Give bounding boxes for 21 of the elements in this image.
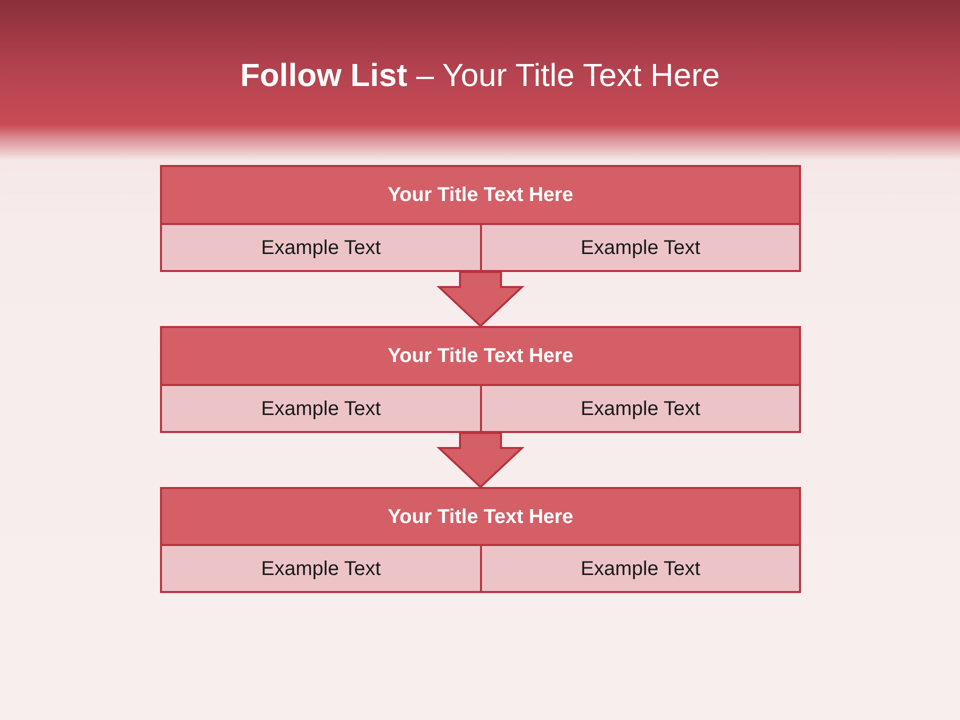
block-arrow — [436, 432, 525, 488]
list-cell — [482, 544, 799, 591]
cell-text: Example Text — [580, 556, 700, 580]
list-block — [160, 326, 801, 433]
block-heading: Your Title Text Here — [388, 344, 574, 368]
list-block — [160, 487, 801, 593]
cell-text: Example Text — [580, 236, 700, 260]
list-cell — [482, 223, 799, 270]
cell-text: Example Text — [261, 556, 381, 580]
block-heading: Your Title Text Here — [388, 504, 574, 528]
cell-text: Example Text — [580, 396, 700, 420]
list-cell — [162, 544, 482, 591]
block-arrow — [436, 271, 525, 328]
list-cell — [162, 384, 482, 431]
list-cell — [482, 384, 799, 431]
cell-text: Example Text — [261, 396, 381, 420]
cell-text: Example Text — [261, 236, 381, 260]
list-cell — [162, 223, 482, 270]
slide-title: Follow List – Your Title Text Here — [240, 56, 720, 95]
list-block — [160, 165, 801, 272]
block-heading: Your Title Text Here — [388, 183, 574, 207]
